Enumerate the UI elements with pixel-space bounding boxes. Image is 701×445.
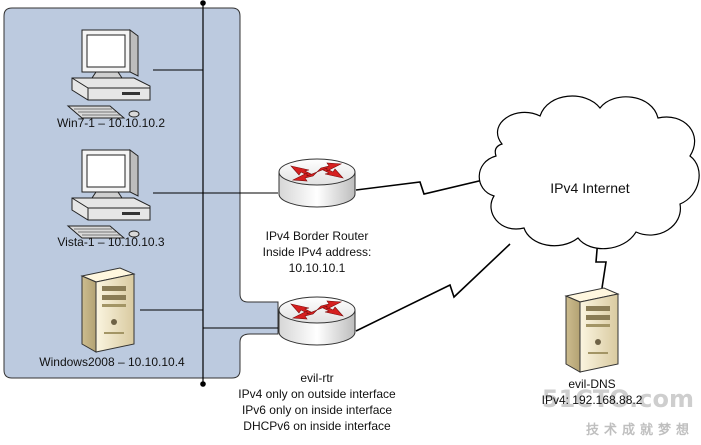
cloud-icon xyxy=(478,95,700,250)
watermark-text: 51CTO.com xyxy=(542,385,694,413)
border-router-label-line-2: Inside IPv4 address: xyxy=(263,245,372,259)
evil-rtr-label-line-4: DHCPv6 on inside interface xyxy=(243,419,391,433)
lan-backbone-bottom-end xyxy=(200,381,206,387)
evil-rtr-label-line-3: IPv6 only on inside interface xyxy=(242,403,392,417)
server-tower-icon xyxy=(81,267,135,353)
server-tower-icon xyxy=(565,287,619,373)
win7-label: Win7-1 – 10.10.10.2 xyxy=(57,116,165,130)
border-router-label: IPv4 Border Router Inside IPv4 address: … xyxy=(263,229,372,275)
router-icon xyxy=(278,158,356,208)
serial-link-internet-to-evildns xyxy=(595,237,607,289)
watermark-subtext: 技术成就梦想 xyxy=(586,422,694,438)
internet-label: IPv4 Internet xyxy=(550,180,629,196)
lan-backbone-top-end xyxy=(200,0,206,6)
evil-dns-label: evil-DNS IPv4: 192.168.88.2 xyxy=(542,377,643,407)
evil-rtr-label-line-1: evil-rtr xyxy=(300,371,333,385)
serial-link-evilrtr-to-internet xyxy=(355,243,511,332)
router-icon xyxy=(278,296,356,346)
serial-link-border-to-internet xyxy=(355,175,501,195)
lan-segment-area xyxy=(3,7,279,379)
evil-rtr-label: evil-rtr IPv4 only on outside interface … xyxy=(238,371,396,433)
border-router-label-line-3: 10.10.10.1 xyxy=(289,261,346,275)
evil-rtr-label-line-2: IPv4 only on outside interface xyxy=(238,387,396,401)
border-router-label-line-1: IPv4 Border Router xyxy=(266,229,369,243)
vista-label: Vista-1 – 10.10.10.3 xyxy=(57,235,165,249)
evil-dns-label-line-2: IPv4: 192.168.88.2 xyxy=(542,393,643,407)
win2008-label: Windows2008 – 10.10.10.4 xyxy=(39,355,185,369)
evil-dns-label-line-1: evil-DNS xyxy=(568,377,615,391)
watermark: 51CTO.com 技术成就梦想 xyxy=(542,385,694,438)
